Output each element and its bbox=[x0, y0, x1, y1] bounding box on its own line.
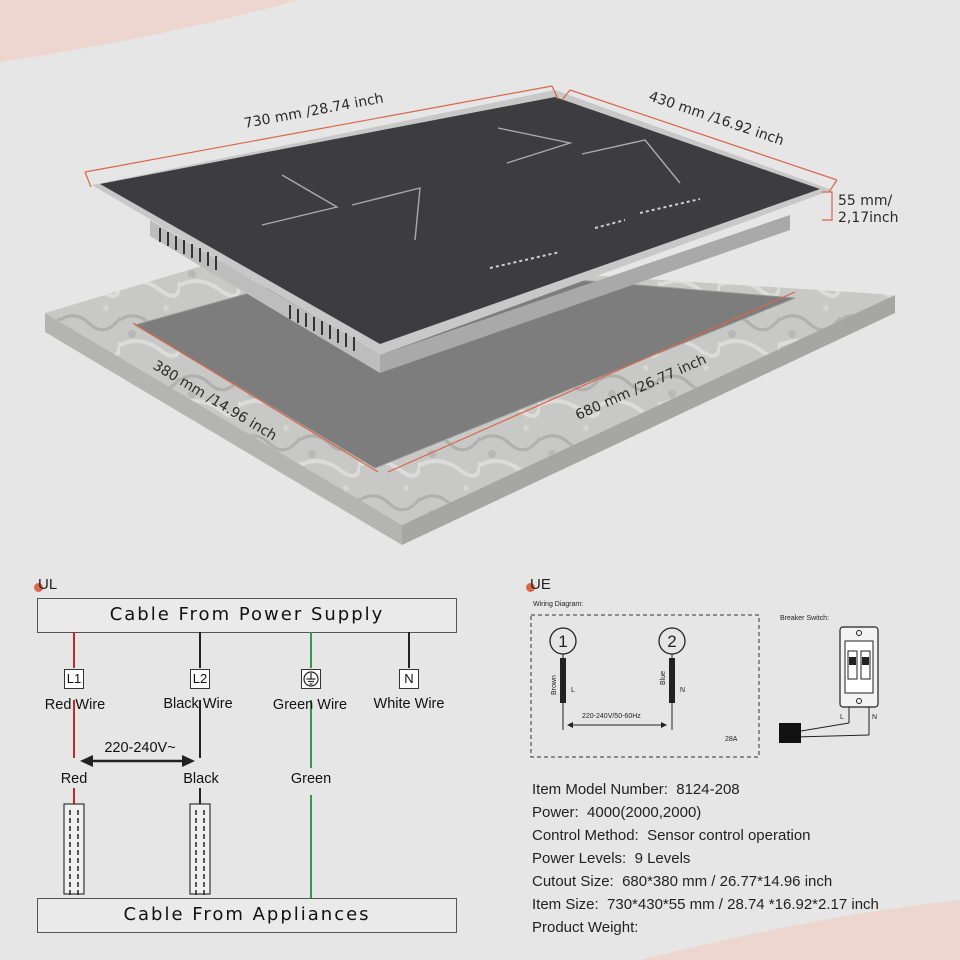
wiring-diagram-title: Wiring Diagram: bbox=[533, 601, 583, 608]
terminal-l2: L2 bbox=[190, 669, 210, 689]
ue-voltage-label: 220-240V/50-60Hz bbox=[582, 713, 641, 720]
spec-label: Product Weight: bbox=[532, 919, 639, 936]
black-connector bbox=[189, 803, 211, 896]
spec-row: Power: 4000(2000,2000) bbox=[532, 804, 701, 821]
spec-row: Power Levels: 9 Levels bbox=[532, 850, 690, 867]
spec-label: Item Size: bbox=[532, 896, 599, 913]
ul-voltage-label: 220-240V~ bbox=[104, 740, 176, 756]
spec-value: 8124-208 bbox=[676, 781, 740, 798]
red-color-label: Red bbox=[60, 771, 88, 787]
spec-row: Cutout Size: 680*380 mm / 26.77*14.96 in… bbox=[532, 873, 832, 890]
glass-surface bbox=[100, 97, 820, 344]
spec-row: Control Method: Sensor control operation bbox=[532, 827, 811, 844]
ue-wiring-diagram: Wiring Diagram: Breaker Switch: 1 2 Brow… bbox=[530, 601, 879, 758]
ul-marker-dot bbox=[34, 583, 43, 592]
spec-label: Power: bbox=[532, 804, 579, 821]
breaker-l-label: L bbox=[840, 714, 844, 721]
spec-value: 9 Levels bbox=[634, 850, 691, 867]
appliance-cable-box: Cable From Appliances bbox=[37, 898, 457, 933]
blue-wire-label: Blue bbox=[660, 671, 667, 685]
white-wire-label: White Wire bbox=[373, 696, 445, 712]
spec-value: 4000(2000,2000) bbox=[587, 804, 702, 821]
wiring-dashed-frame bbox=[530, 614, 760, 758]
red-wire-label: Red Wire bbox=[44, 697, 106, 713]
red-connector bbox=[63, 803, 85, 896]
power-supply-cable-box: Cable From Power Supply bbox=[37, 598, 457, 633]
black-wire-label: Black Wire bbox=[163, 696, 233, 712]
terminal-n: N bbox=[399, 669, 419, 689]
ue-l-label: L bbox=[571, 687, 575, 694]
spec-label: Cutout Size: bbox=[532, 873, 614, 890]
ue-voltage-arrow bbox=[567, 722, 667, 728]
ue-section-label: UE bbox=[530, 576, 551, 593]
spec-row: Item Model Number: 8124-208 bbox=[532, 781, 740, 798]
spec-row: Item Size: 730*430*55 mm / 28.74 *16.92*… bbox=[532, 896, 879, 913]
vents bbox=[159, 228, 355, 351]
ue-n-label: N bbox=[680, 687, 685, 694]
breaker-n-label: N bbox=[872, 714, 877, 721]
terminal-2: 2 bbox=[658, 627, 686, 730]
svg-text:2: 2 bbox=[667, 632, 676, 651]
dimension-lines bbox=[84, 85, 838, 473]
dimension-height-line1: 55 mm/ bbox=[838, 193, 893, 209]
dimension-height-line2: 2,17inch bbox=[838, 210, 899, 226]
spec-label: Control Method: bbox=[532, 827, 639, 844]
green-wire-label: Green Wire bbox=[272, 697, 348, 713]
ground-icon bbox=[301, 669, 321, 689]
brown-wire-label: Brown bbox=[551, 675, 558, 695]
cooktop bbox=[92, 90, 832, 373]
black-color-label: Black bbox=[183, 771, 219, 787]
touch-controls bbox=[489, 198, 701, 269]
breaker-switch bbox=[779, 626, 879, 743]
svg-text:1: 1 bbox=[558, 632, 567, 651]
spec-value: Sensor control operation bbox=[647, 827, 811, 844]
spec-row: Product Weight: bbox=[532, 919, 643, 936]
cooking-zone-markings bbox=[261, 127, 681, 241]
dimension-width-top: 730 mm /28.74 inch bbox=[243, 90, 385, 132]
appliance-cable-label: Cable From Appliances bbox=[123, 904, 371, 925]
terminal-l1: L1 bbox=[64, 669, 84, 689]
ul-wiring-lines bbox=[63, 632, 410, 898]
power-supply-cable-label: Cable From Power Supply bbox=[109, 604, 385, 625]
voltage-arrow bbox=[80, 755, 195, 767]
spec-value: 730*430*55 mm / 28.74 *16.92*2.17 inch bbox=[607, 896, 879, 913]
ue-amps-label: 28A bbox=[725, 736, 738, 743]
ue-marker-dot bbox=[526, 583, 535, 592]
spec-label: Item Model Number: bbox=[532, 781, 668, 798]
breaker-switch-title: Breaker Switch: bbox=[780, 615, 829, 622]
ul-section-label: UL bbox=[38, 576, 58, 593]
cooktop-illustration: 730 mm /28.74 inch 430 mm /16.92 inch 55… bbox=[45, 85, 899, 545]
spec-label: Power Levels: bbox=[532, 850, 627, 867]
spec-value: 680*380 mm / 26.77*14.96 inch bbox=[622, 873, 833, 890]
terminal-1: 1 bbox=[549, 627, 577, 730]
green-color-label: Green bbox=[290, 771, 332, 787]
